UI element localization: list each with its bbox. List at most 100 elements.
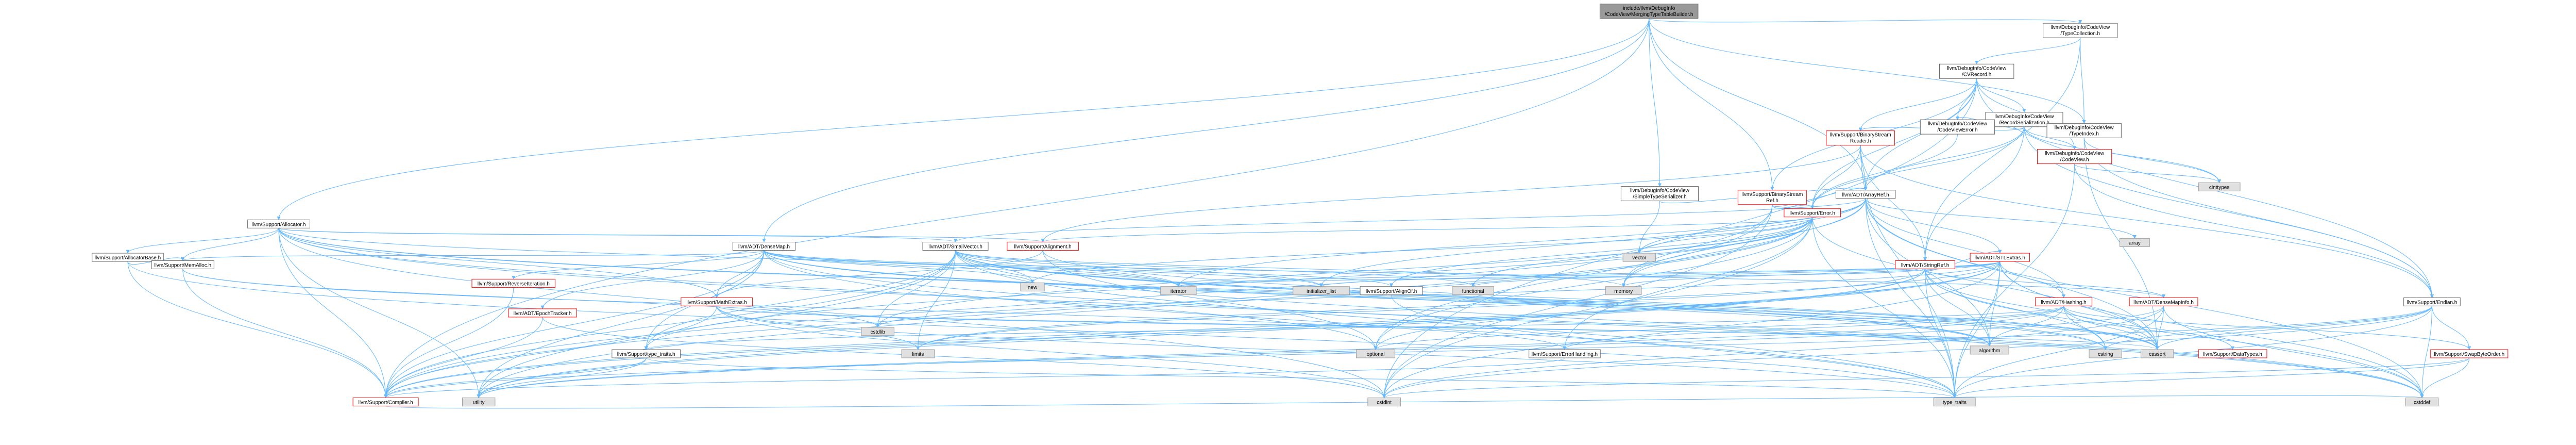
node-stringref[interactable]: llvm/ADT/StringRef.h — [1895, 260, 1955, 269]
edge-smallvector-to-cassert — [955, 250, 2159, 350]
node-codeview[interactable]: llvm/DebugInfo/CodeView/CodeView.h — [2037, 149, 2112, 164]
node-errorhandling[interactable]: llvm/Support/ErrorHandling.h — [1529, 349, 1601, 358]
node-simpletypeserializer[interactable]: llvm/DebugInfo/CodeView/SimpleTypeSerial… — [1620, 186, 1699, 202]
node-densemap[interactable]: llvm/ADT/DenseMap.h — [732, 241, 796, 251]
edge-arrayref-to-vector — [1637, 198, 1866, 254]
node-label: llvm/Support/Error.h — [1790, 211, 1835, 217]
node-reverseiteration[interactable]: llvm/Support/ReverseIteration.h — [471, 278, 556, 288]
node-typecollection[interactable]: llvm/DebugInfo/CodeView/TypeCollection.h — [2043, 23, 2118, 38]
node-box — [2198, 349, 2267, 358]
node-label: vector — [1632, 255, 1647, 261]
node-box — [1933, 398, 1976, 407]
edge-stlextras-to-memory — [1621, 261, 2001, 287]
edge-error-to-alignment — [1041, 217, 1813, 243]
edge-bsref-to-error — [1772, 204, 1815, 209]
node-label: /TypeIndex.h — [2070, 131, 2099, 137]
node-label: functional — [1462, 289, 1484, 294]
node-memalloc[interactable]: llvm/Support/MemAlloc.h — [151, 260, 214, 269]
node-box — [352, 398, 419, 407]
node-utility: utility — [462, 398, 496, 407]
edge-allocatorbase-to-type_traits — [127, 261, 1957, 399]
node-typetraits[interactable]: llvm/Support/type_traits.h — [612, 349, 681, 358]
edge-root-to-simpletypeserializer — [1649, 18, 1662, 187]
node-allocator[interactable]: llvm/Support/Allocator.h — [247, 219, 311, 228]
edge-aligntof-to-type_traits — [1391, 294, 1957, 399]
node-label: include/llvm/DebugInfo — [1623, 6, 1675, 11]
edge-smallvector-to-memory — [955, 250, 1625, 287]
node-box — [1356, 349, 1396, 358]
node-label: llvm/DebugInfo/CodeView — [2050, 25, 2110, 30]
node-stlextras[interactable]: llvm/ADT/STLExtras.h — [1970, 253, 2030, 262]
node-densemapinfo[interactable]: llvm/ADT/DenseMapInfo.h — [2129, 297, 2198, 306]
edge-endian-to-compiler — [384, 306, 2432, 399]
edge-stlextras-to-cstddef — [1999, 261, 2424, 399]
node-endian[interactable]: llvm/Support/Endian.h — [2403, 297, 2461, 306]
node-label: llvm/Support/BinaryStream — [1741, 192, 1803, 197]
node-label: llvm/DebugInfo/CodeView — [2045, 151, 2105, 157]
edge-hashing-to-utility — [477, 306, 2064, 399]
node-typeindex[interactable]: llvm/DebugInfo/CodeView/TypeIndex.h — [2046, 123, 2122, 138]
node-aligntof[interactable]: llvm/Support/AlignOf.h — [1360, 286, 1423, 295]
edge-stringref-to-type_traits — [1925, 269, 1957, 399]
node-box — [1895, 260, 1955, 269]
node-label: utility — [473, 400, 485, 406]
node-epochtracker[interactable]: llvm/ADT/EpochTracker.h — [508, 308, 577, 318]
node-box — [1599, 4, 1699, 19]
node-cvrecord[interactable]: llvm/DebugInfo/CodeView/CVRecord.h — [1939, 63, 2014, 79]
edge-smallvector-to-limits — [916, 250, 956, 350]
node-error[interactable]: llvm/Support/Error.h — [1784, 208, 1841, 218]
node-label: /RecordSerialization.h — [1999, 120, 2049, 126]
edge-smallvector-to-type_traits — [955, 250, 1957, 399]
edge-arrayref-to-cassert — [1865, 198, 2159, 350]
node-box — [1160, 286, 1197, 295]
node-label: llvm/Support/ReverseIteration.h — [478, 281, 550, 287]
node-codeviewerror[interactable]: llvm/DebugInfo/CodeView/CodeViewError.h — [1920, 119, 1995, 135]
edge-stlextras-to-limits — [916, 261, 2001, 350]
node-functional: functional — [1452, 286, 1495, 295]
node-type_traits: type_traits — [1933, 398, 1976, 407]
edge-alignment-to-mathextras — [715, 250, 1043, 299]
node-label: llvm/Support/ErrorHandling.h — [1532, 352, 1598, 357]
node-label: llvm/Support/Compiler.h — [359, 400, 413, 406]
edge-stlextras-to-cstdint — [1382, 261, 2001, 399]
node-cassert: cassert — [2141, 349, 2174, 358]
node-label: Ref.h — [1766, 198, 1778, 204]
edge-allocatorbase-to-compiler — [127, 261, 388, 399]
edge-stlextras-to-initializer_list — [1319, 261, 2001, 287]
node-box — [2120, 238, 2150, 247]
node-box — [1939, 63, 2014, 79]
edge-error-to-utility — [477, 217, 1813, 399]
edge-hashing-to-typetraits — [645, 305, 2064, 350]
edge-swapbyteorder-to-cstddef — [2420, 358, 2470, 399]
node-label: llvm/DebugInfo/CodeView — [1947, 65, 2007, 71]
node-label: /CodeView/MergingTypeTableBuilder.h — [1605, 12, 1693, 18]
node-smallvector[interactable]: llvm/ADT/SmallVector.h — [922, 241, 989, 251]
node-arrayref[interactable]: llvm/ADT/ArrayRef.h — [1835, 190, 1896, 199]
node-mathextras[interactable]: llvm/Support/MathExtras.h — [681, 297, 753, 306]
node-recordserialization[interactable]: llvm/DebugInfo/CodeView/RecordSerializat… — [1985, 112, 2063, 127]
node-box — [471, 278, 556, 288]
node-label: cassert — [2149, 352, 2165, 357]
node-label: type_traits — [1943, 400, 1967, 406]
node-label: llvm/Support/Allocator.h — [251, 222, 306, 227]
node-datatypes[interactable]: llvm/Support/DataTypes.h — [2198, 349, 2267, 358]
edge-stlextras-to-compiler — [384, 261, 2001, 399]
edge-endian-to-cstring — [2104, 306, 2432, 350]
edge-endian-to-type_traits — [1953, 306, 2432, 399]
node-allocatorbase[interactable]: llvm/Support/AllocatorBase.h — [92, 253, 164, 262]
edge-bsref-to-arrayref — [1772, 187, 1868, 207]
node-compiler[interactable]: llvm/Support/Compiler.h — [352, 398, 419, 407]
edge-bsreader-to-stringref — [1860, 145, 1927, 261]
edge-error-to-memory — [1621, 217, 1813, 287]
edge-smallvector-to-cstdlib — [876, 250, 956, 328]
node-alignment[interactable]: llvm/Support/Alignment.h — [1007, 241, 1079, 251]
node-hashing[interactable]: llvm/ADT/Hashing.h — [2035, 297, 2092, 306]
edge-alignment-to-optional — [1042, 250, 1378, 350]
edge-arrayref-to-compiler — [384, 198, 1866, 399]
node-root[interactable]: include/llvm/DebugInfo/CodeView/MergingT… — [1599, 4, 1699, 19]
node-vector: vector — [1622, 253, 1656, 262]
node-swapbyteorder[interactable]: llvm/Support/SwapByteOrder.h — [2430, 349, 2509, 358]
